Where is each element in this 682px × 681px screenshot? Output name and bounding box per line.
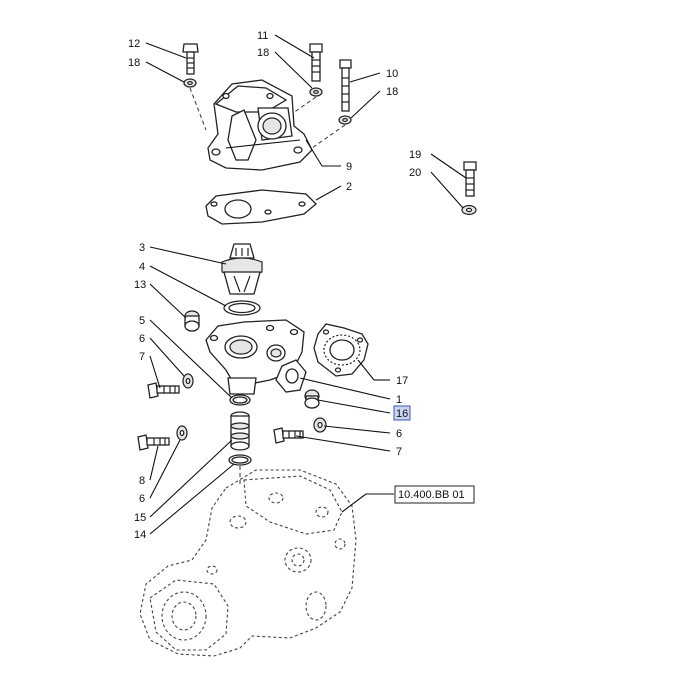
washer-6-left: [182, 373, 194, 389]
callout-12: 12: [128, 38, 140, 50]
callout-20: 20: [409, 167, 421, 179]
washer-6-lower: [176, 425, 188, 441]
washer-20: [461, 204, 477, 216]
callout-6: 6: [139, 493, 145, 505]
callout-19: 19: [409, 149, 421, 161]
callout-7: 7: [396, 446, 402, 458]
sleeve-15: [230, 411, 250, 451]
bolt-10: [339, 59, 352, 112]
callout-14: 14: [134, 529, 146, 541]
callout-16[interactable]: 16: [396, 408, 408, 420]
o-ring-5: [229, 394, 251, 406]
washer-18-c: [338, 115, 352, 125]
callout-3: 3: [139, 242, 145, 254]
thermostat-housing-9: [207, 79, 313, 171]
callout-11: 11: [257, 30, 268, 42]
washer-18-b: [309, 87, 323, 97]
callout-13: 13: [134, 279, 146, 291]
gasket-2: [205, 189, 317, 225]
callout-6: 6: [396, 428, 402, 440]
washer-18-a: [183, 78, 197, 88]
reference-label: 10.400.BB 01: [398, 489, 465, 501]
callout-17: 17: [396, 375, 408, 387]
o-ring-14: [228, 454, 252, 466]
gasket-17: [313, 323, 369, 377]
bolt-12: [182, 43, 199, 75]
callout-10: 10: [386, 68, 398, 80]
callout-2: 2: [346, 181, 352, 193]
engine-block-reference: [139, 466, 357, 657]
bolt-7-left: [147, 382, 180, 399]
highlight-box-16: [393, 405, 411, 421]
bolt-7-right: [273, 427, 304, 444]
reference-link-box[interactable]: 10.400.BB 01: [394, 485, 475, 504]
callout-9: 9: [346, 161, 352, 173]
callout-18: 18: [128, 57, 140, 69]
washer-6-right: [313, 417, 327, 433]
seal-ring-4: [223, 300, 261, 316]
callout-18: 18: [386, 86, 398, 98]
bolt-8: [137, 434, 170, 451]
plug-16: [304, 389, 320, 409]
callout-numbers: 12 18 11 18 10 18 9 2 19 20 3 4 13 5 6 7…: [128, 30, 421, 541]
thermostat-3: [221, 243, 263, 295]
plug-13: [184, 310, 200, 332]
thermostat-housing-1: [205, 319, 307, 395]
callout-6: 6: [139, 333, 145, 345]
callout-15: 15: [134, 512, 146, 524]
callout-7: 7: [139, 351, 145, 363]
leader-lines: [145, 34, 467, 535]
bolt-19: [463, 161, 477, 197]
callout-5: 5: [139, 315, 145, 327]
callout-4: 4: [139, 261, 145, 273]
callout-8: 8: [139, 475, 145, 487]
callout-18: 18: [257, 47, 269, 59]
bolt-11: [309, 43, 323, 82]
callout-1: 1: [396, 394, 402, 406]
